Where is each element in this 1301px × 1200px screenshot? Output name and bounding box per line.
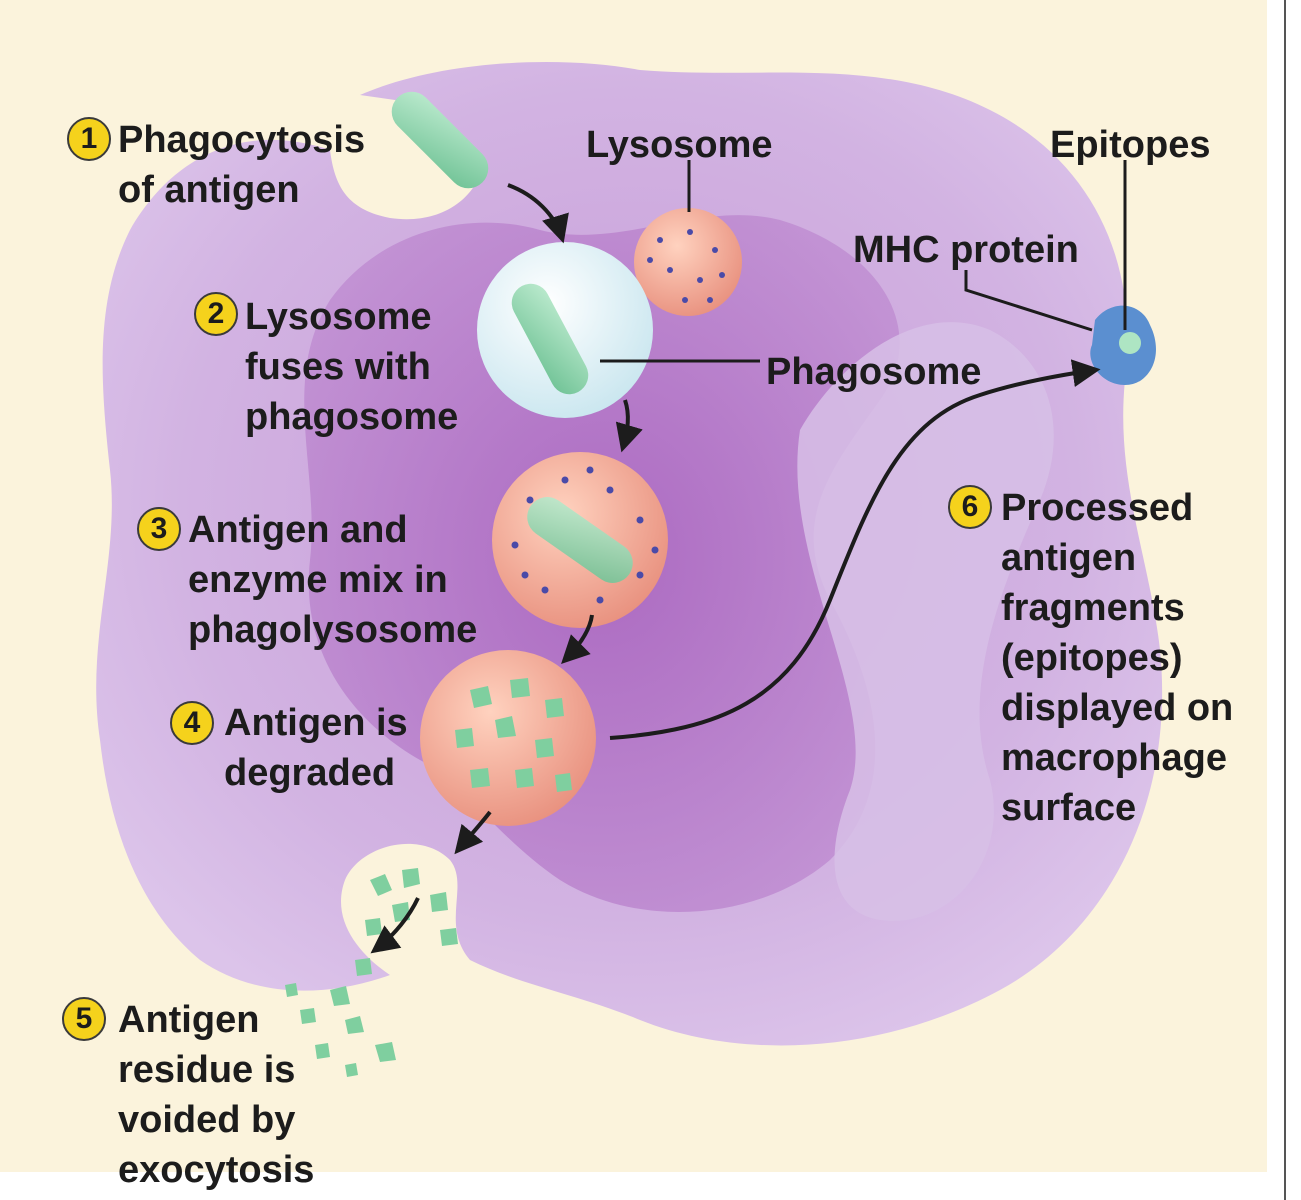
- step-2-badge: 2: [194, 292, 238, 336]
- step-6-badge: 6: [948, 485, 992, 529]
- step-5-badge: 5: [62, 997, 106, 1041]
- antigen-residue-particles: [285, 868, 458, 1077]
- degraded-antigen-vesicle: [420, 650, 596, 826]
- step-1-badge: 1: [67, 117, 111, 161]
- phagosome-label: Phagosome: [766, 351, 982, 393]
- cytoplasm-fold: [797, 322, 1054, 921]
- phagosome: [477, 242, 653, 418]
- mhc-protein-with-epitope: [1090, 305, 1156, 385]
- step-3-badge: 3: [137, 507, 181, 551]
- lysosome: [634, 208, 742, 316]
- process-arrows: [370, 183, 1101, 954]
- mhc-protein-label: MHC protein: [853, 229, 1079, 271]
- lysosome-label: Lysosome: [586, 124, 773, 166]
- right-border-line: [1284, 0, 1286, 1200]
- step-4-badge: 4: [170, 701, 214, 745]
- antigen-bacterium: [391, 91, 489, 189]
- epitopes-label: Epitopes: [1050, 124, 1211, 166]
- phagolysosome: [492, 452, 668, 628]
- leader-lines: [600, 160, 1127, 363]
